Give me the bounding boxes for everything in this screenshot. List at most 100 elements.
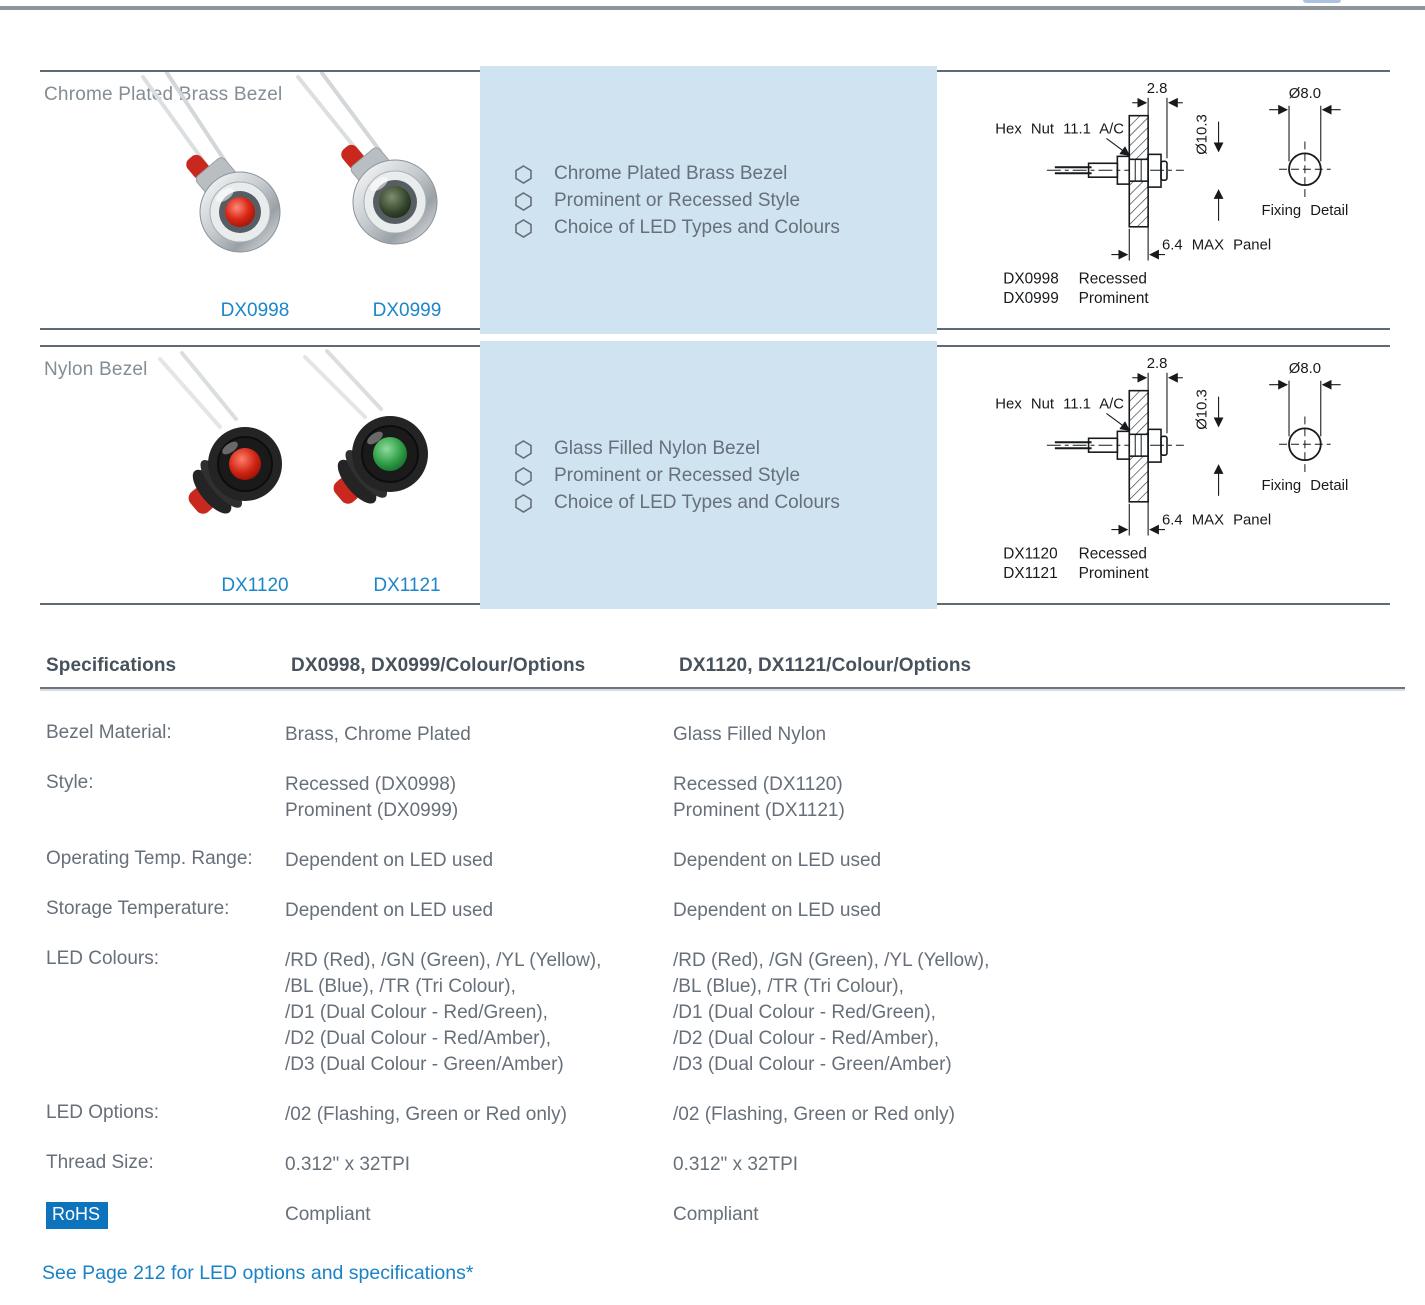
barrel-through-panel bbox=[1128, 158, 1149, 182]
header-specifications: Specifications bbox=[46, 655, 177, 676]
nylon-indicator-red bbox=[158, 351, 282, 514]
product-code-label: DX0999 bbox=[372, 300, 442, 321]
fixing-detail-view bbox=[1269, 379, 1341, 473]
lead-wire bbox=[158, 357, 222, 429]
rohs-badge: RoHS bbox=[46, 1202, 109, 1229]
table-row-rohs: RoHS Compliant Compliant bbox=[46, 1202, 1405, 1229]
cell-chrome: 0.312" x 32TPI bbox=[285, 1154, 411, 1175]
hexagon-bullet-icon bbox=[515, 218, 532, 238]
product-code-label: DX1121 bbox=[373, 575, 441, 596]
specifications-table: Specifications DX0998, DX0999/Colour/Opt… bbox=[40, 655, 1405, 1253]
cell-nylon: Recessed (DX1120) Prominent (DX1121) bbox=[673, 774, 845, 821]
dim-protrusion: 2.8 bbox=[1147, 81, 1168, 97]
bezel-tip bbox=[1160, 435, 1168, 456]
panel-note: 6.4 MAX Panel bbox=[1162, 238, 1271, 254]
table-row: Storage Temperature: Dependent on LED us… bbox=[46, 898, 1405, 924]
hex-nut-leader bbox=[1106, 138, 1131, 156]
chrome-drawing-panel: 2.8 Ø10.3 Hex Nut 11.1 A/C 6.4 MAX Panel… bbox=[937, 70, 1390, 330]
hexagon-bullet-icon bbox=[515, 164, 532, 184]
feature-text: Choice of LED Types and Colours bbox=[554, 216, 840, 238]
variant-code: DX1121 bbox=[1003, 565, 1057, 582]
row-label: LED Colours: bbox=[46, 948, 159, 969]
row-label: LED Options: bbox=[46, 1102, 159, 1123]
product-photo-nylon bbox=[158, 349, 428, 514]
feature-text: Choice of LED Types and Colours bbox=[554, 491, 840, 513]
product-photo-chrome bbox=[141, 72, 438, 253]
section-nylon-bezel: Nylon Bezel bbox=[40, 341, 1390, 609]
led-dome-green bbox=[379, 186, 411, 218]
feature-item: Glass Filled Nylon Bezel bbox=[515, 436, 907, 461]
fixing-label: Fixing Detail bbox=[1261, 203, 1348, 219]
cell-chrome: /02 (Flashing, Green or Red only) bbox=[285, 1104, 567, 1125]
feature-item: Prominent or Recessed Style bbox=[515, 463, 907, 488]
variant-code: DX0998 bbox=[1003, 270, 1059, 287]
feature-item: Prominent or Recessed Style bbox=[515, 188, 907, 213]
hexagon-bullet-icon bbox=[515, 466, 532, 486]
lead-wire bbox=[165, 72, 227, 163]
row-label: Thread Size: bbox=[46, 1152, 154, 1173]
spec-table-body: Bezel Material: Brass, Chrome Plated Gla… bbox=[40, 689, 1405, 1229]
feature-item: Choice of LED Types and Colours bbox=[515, 490, 907, 515]
nylon-features-panel: Glass Filled Nylon Bezel Prominent or Re… bbox=[480, 341, 937, 609]
dim-bezel-diameter: Ø10.3 bbox=[1195, 114, 1211, 155]
highlight bbox=[222, 441, 238, 455]
hole-diameter: Ø8.0 bbox=[1289, 361, 1321, 377]
variant-style: Prominent bbox=[1079, 290, 1150, 307]
chrome-indicator-red bbox=[141, 72, 281, 253]
dimensions bbox=[1106, 97, 1224, 261]
lead-wire bbox=[303, 355, 367, 419]
nylon-indicator-green bbox=[303, 349, 428, 504]
feature-item: Chrome Plated Brass Bezel bbox=[515, 161, 907, 186]
table-row: LED Colours: /RD (Red), /GN (Green), /YL… bbox=[46, 948, 1405, 1078]
product-code-label: DX1120 bbox=[221, 575, 289, 596]
table-row: Thread Size: 0.312" x 32TPI 0.312" x 32T… bbox=[46, 1152, 1405, 1178]
row-label: Operating Temp. Range: bbox=[46, 848, 253, 869]
cell-chrome: Compliant bbox=[285, 1204, 371, 1225]
dim-bezel-diameter: Ø10.3 bbox=[1195, 389, 1211, 430]
section-title: Chrome Plated Brass Bezel bbox=[44, 84, 283, 105]
side-view bbox=[1046, 114, 1184, 228]
product-code-label: DX0998 bbox=[220, 300, 290, 321]
hex-nut-leader bbox=[1106, 413, 1131, 431]
chrome-photo-panel: Chrome Plated Brass Bezel bbox=[40, 70, 480, 330]
variant-style: Prominent bbox=[1079, 565, 1150, 582]
clipped-logo-artifact bbox=[1303, 0, 1341, 3]
led-dome-red bbox=[229, 448, 261, 480]
page-top-rule bbox=[0, 6, 1425, 10]
led-dome-red bbox=[225, 197, 255, 227]
table-row: Style: Recessed (DX0998) Prominent (DX09… bbox=[46, 772, 1405, 824]
variant-style: Recessed bbox=[1079, 545, 1147, 562]
feature-item: Choice of LED Types and Colours bbox=[515, 215, 907, 240]
hexagon-bullet-icon bbox=[515, 439, 532, 459]
hexagon-bullet-icon bbox=[515, 191, 532, 211]
row-label: RoHS bbox=[46, 1202, 285, 1229]
dim-protrusion: 2.8 bbox=[1147, 356, 1168, 372]
cell-chrome: Dependent on LED used bbox=[285, 850, 494, 871]
lead-wire bbox=[141, 75, 211, 171]
cell-chrome: /RD (Red), /GN (Green), /YL (Yellow), /B… bbox=[285, 950, 602, 1075]
table-row: LED Options: /02 (Flashing, Green or Red… bbox=[46, 1102, 1405, 1128]
hex-nut-label: Hex Nut 11.1 A/C bbox=[995, 397, 1124, 413]
technical-drawing-chrome: 2.8 Ø10.3 Hex Nut 11.1 A/C 6.4 MAX Panel… bbox=[995, 81, 1348, 307]
cell-nylon: Dependent on LED used bbox=[673, 900, 882, 921]
feature-text: Chrome Plated Brass Bezel bbox=[554, 162, 788, 184]
lead-wire bbox=[180, 351, 238, 421]
see-page-link[interactable]: See Page 212 for LED options and specifi… bbox=[42, 1262, 474, 1284]
section-chrome-bezel: Chrome Plated Brass Bezel bbox=[40, 66, 1390, 334]
spec-table-header: Specifications DX0998, DX0999/Colour/Opt… bbox=[40, 655, 1405, 689]
feature-text: Prominent or Recessed Style bbox=[554, 464, 801, 486]
nylon-photo-panel: Nylon Bezel bbox=[40, 345, 480, 605]
row-label: Style: bbox=[46, 772, 94, 793]
cell-nylon: 0.312" x 32TPI bbox=[673, 1154, 799, 1175]
chrome-features-panel: Chrome Plated Brass Bezel Prominent or R… bbox=[480, 66, 937, 334]
cell-chrome: Recessed (DX0998) Prominent (DX0999) bbox=[285, 774, 459, 821]
cell-nylon: Compliant bbox=[673, 1204, 759, 1225]
highlight bbox=[216, 187, 234, 203]
technical-drawing-nylon: 2.8 Ø10.3 Hex Nut 11.1 A/C 6.4 MAX Panel… bbox=[995, 356, 1348, 582]
cell-nylon: Dependent on LED used bbox=[673, 850, 882, 871]
hole-diameter: Ø8.0 bbox=[1289, 86, 1321, 102]
row-label: Bezel Material: bbox=[46, 722, 172, 743]
nylon-drawing-panel: 2.8 Ø10.3 Hex Nut 11.1 A/C 6.4 MAX Panel… bbox=[937, 345, 1390, 605]
hex-nut-label: Hex Nut 11.1 A/C bbox=[995, 122, 1124, 138]
chrome-indicator-green bbox=[296, 72, 438, 245]
